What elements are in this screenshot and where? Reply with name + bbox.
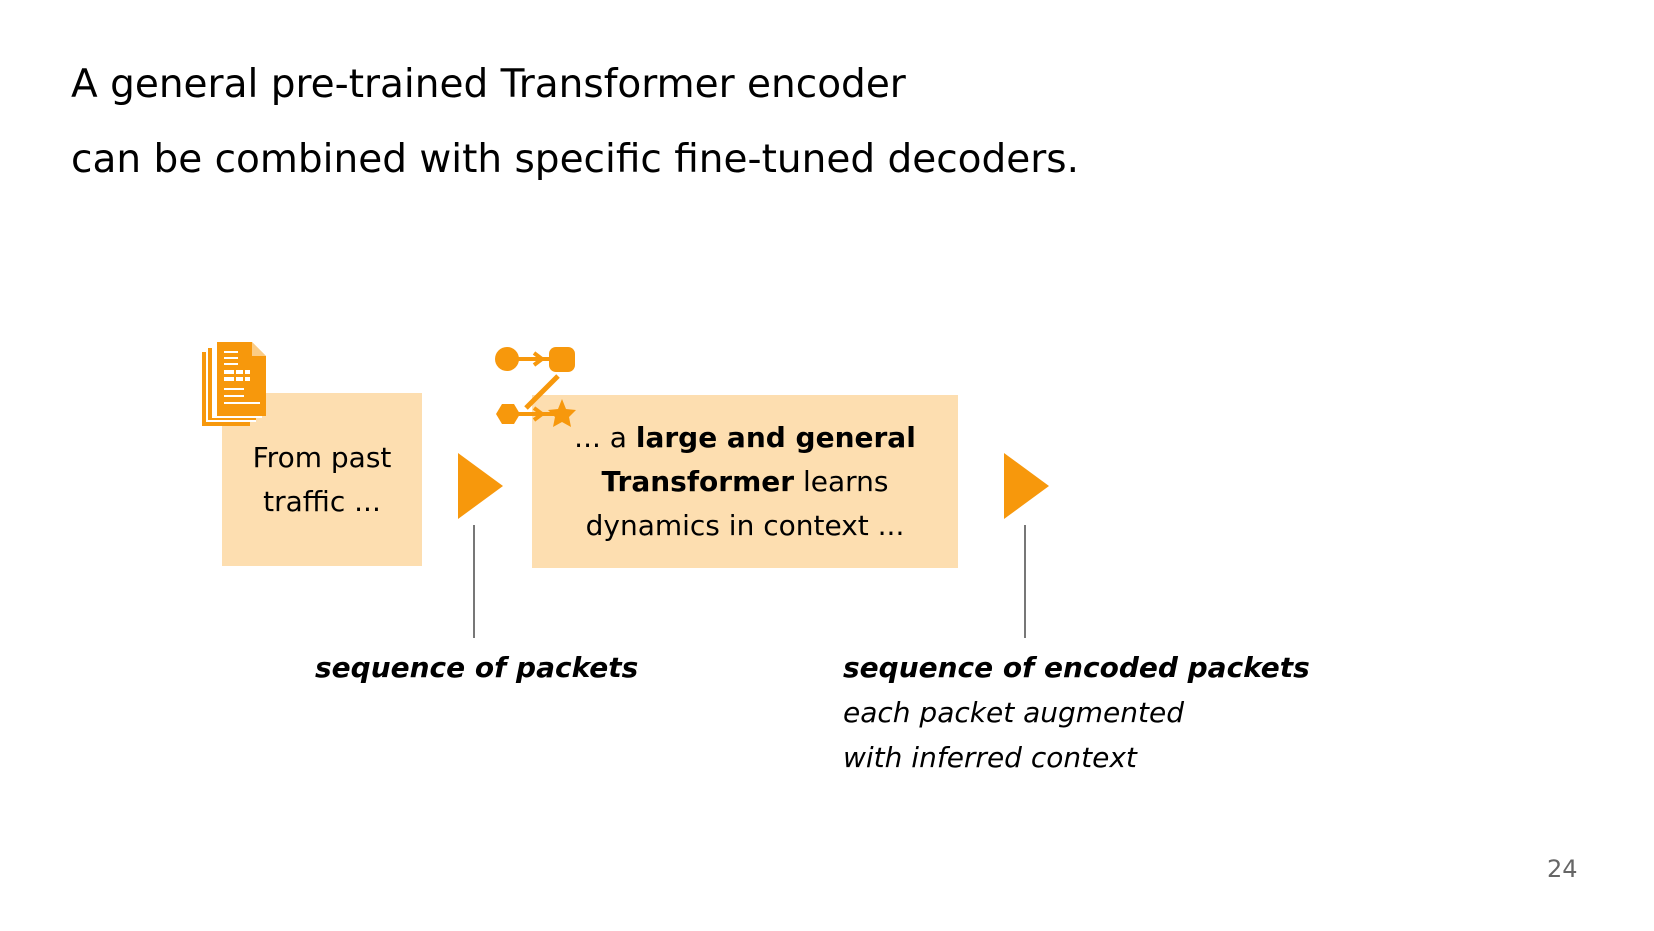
title-line-1: A general pre-trained Transformer encode… bbox=[71, 62, 906, 107]
box2-bold1: large and general bbox=[635, 420, 916, 454]
box1-line1: From past bbox=[252, 440, 392, 474]
box1-line2: traffic ... bbox=[263, 484, 381, 518]
label2-line2: with inferred context bbox=[843, 741, 1137, 774]
title-line-2: can be combined with specific fine-tuned… bbox=[71, 137, 1080, 182]
label2-line1: each packet augmented bbox=[843, 696, 1184, 729]
label2-title: sequence of encoded packets bbox=[843, 651, 1310, 684]
page-number: 24 bbox=[1547, 855, 1578, 883]
arrow-right-icon bbox=[1004, 453, 1049, 519]
input-traffic-box: From past traffic ... bbox=[222, 393, 422, 566]
encoded-packets-label: sequence of encoded packets each packet … bbox=[843, 645, 1310, 780]
box2-pre: ... a bbox=[574, 420, 636, 454]
sequence-of-packets-label: sequence of packets bbox=[315, 651, 639, 684]
arrow-right-icon bbox=[458, 453, 503, 519]
workflow-graph-icon bbox=[495, 347, 576, 427]
box2-bold2: Transformer bbox=[601, 464, 795, 498]
connector-line bbox=[473, 525, 475, 638]
box2-line3: dynamics in context ... bbox=[585, 508, 905, 542]
document-icon bbox=[202, 342, 266, 426]
connector-line bbox=[1024, 525, 1026, 638]
box2-post: learns bbox=[794, 464, 889, 498]
